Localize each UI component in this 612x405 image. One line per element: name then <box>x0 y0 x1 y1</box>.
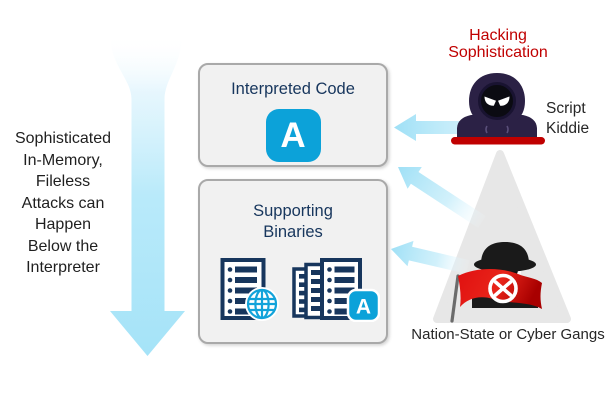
supporting-binaries-box: Supporting Binaries <box>198 179 388 344</box>
hacking-sophistication-heading: Hacking Sophistication <box>420 27 576 61</box>
big-down-arrow-icon <box>110 34 185 356</box>
nation-state-label: Nation-State or Cyber Gangs <box>411 326 605 343</box>
supporting-binaries-title: Supporting Binaries <box>200 201 386 243</box>
script-kiddie-hacker-icon <box>451 73 545 145</box>
interpreted-code-box: Interpreted Code A <box>198 63 388 167</box>
interpreted-code-title: Interpreted Code <box>231 80 355 98</box>
fedora-hacker-flag-icon <box>450 242 542 323</box>
interpreter-a-app-icon: A <box>265 109 321 162</box>
left-annotation-line: Fileless <box>35 173 91 190</box>
left-annotation-line: Sophisticated <box>14 130 112 147</box>
supporting-binaries-title-line: Binaries <box>263 223 323 241</box>
supporting-binaries-title-line: Supporting <box>253 202 333 220</box>
supporting-binaries-icons: A <box>200 258 386 322</box>
flag-pole <box>450 274 460 323</box>
script-kiddie-label-line: Script <box>546 100 586 117</box>
server-globe-icon <box>220 258 279 321</box>
heading-line: Sophistication <box>448 44 548 61</box>
left-annotation-line: Below the <box>27 237 99 255</box>
left-annotation-line: In-Memory, <box>23 151 103 169</box>
crossed-circle-emblem <box>488 273 518 304</box>
heading-line: Hacking <box>469 27 527 44</box>
script-kiddie-label: Script Kiddie <box>546 99 589 139</box>
left-annotation: Sophisticated In-Memory, Fileless Attack… <box>2 128 124 279</box>
left-annotation-line: Happen <box>34 216 92 233</box>
script-kiddie-label-line: Kiddie <box>546 120 590 137</box>
server-stack-a-icon: A <box>292 258 380 322</box>
left-annotation-line: Attacks can <box>21 194 105 212</box>
server-a-badge-letter: A <box>356 296 371 319</box>
red-baseline-bar <box>451 137 545 145</box>
left-annotation-line: Interpreter <box>26 259 100 276</box>
